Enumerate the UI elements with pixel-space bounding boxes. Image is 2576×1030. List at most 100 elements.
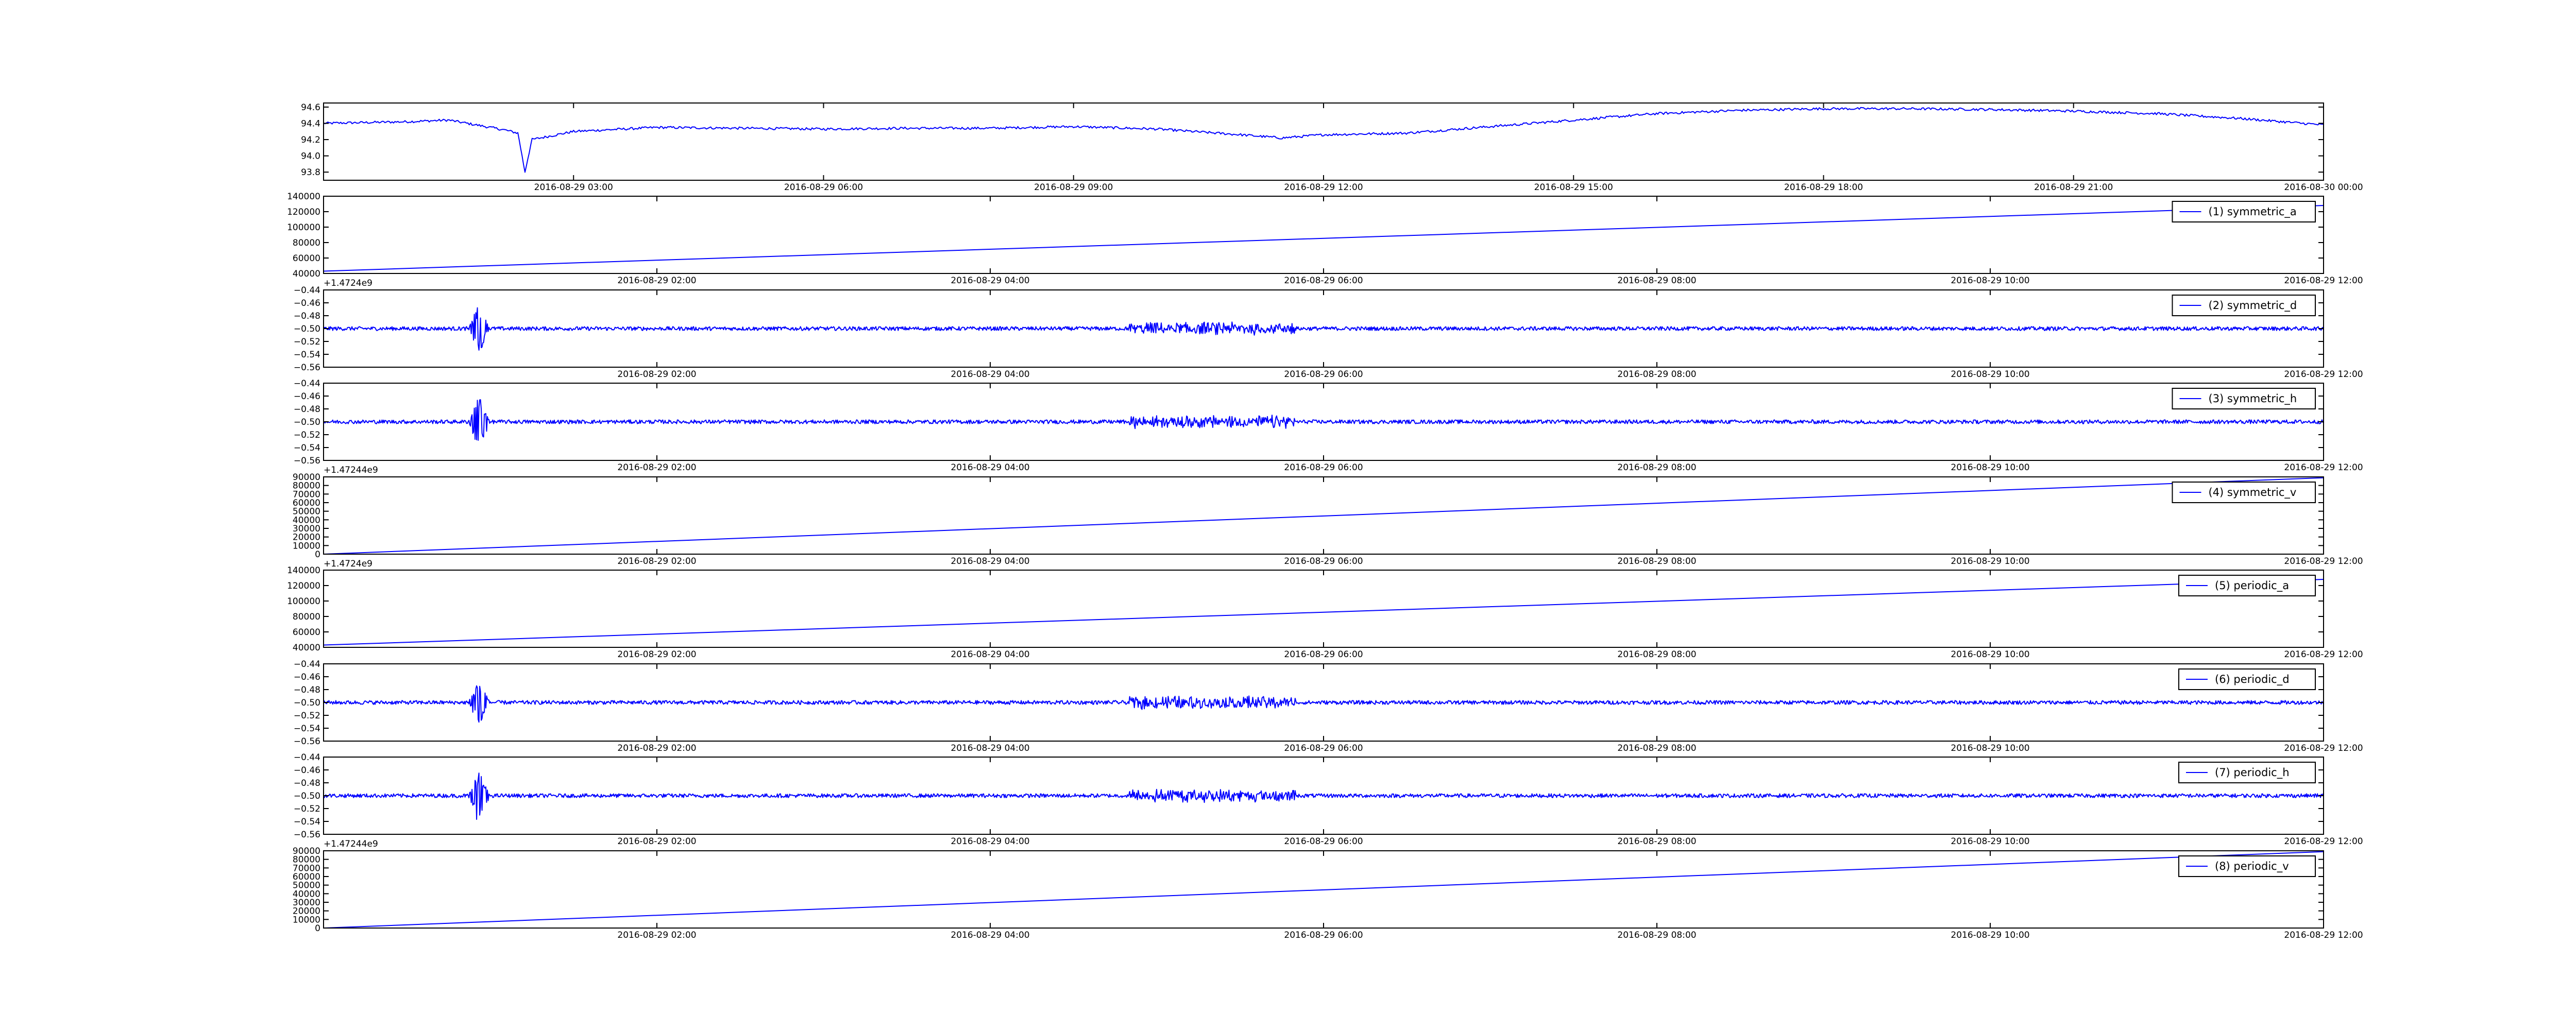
x-tick-label: 2016-08-29 15:00 <box>1534 182 1613 193</box>
y-tick-label: 50000 <box>293 507 320 517</box>
x-tick-label: 2016-08-29 04:00 <box>951 930 1029 940</box>
y-tick-label: −0.46 <box>294 391 320 402</box>
y-tick-label: 90000 <box>293 472 320 483</box>
panel-9: 0100002000030000400005000060000700008000… <box>293 846 2363 940</box>
x-tick-label: 2016-08-29 02:00 <box>617 276 696 286</box>
series-line <box>324 205 2324 272</box>
y-tick-label: 80000 <box>293 612 320 622</box>
series-line <box>324 685 2324 723</box>
x-tick-label: 2016-08-29 06:00 <box>1284 743 1363 753</box>
y-tick-label: 70000 <box>293 863 320 873</box>
x-tick-label: 2016-08-29 06:00 <box>1284 649 1363 660</box>
x-tick-label: 2016-08-29 18:00 <box>1784 182 1863 193</box>
y-tick-label: −0.48 <box>294 404 320 415</box>
x-tick-label: 2016-08-29 12:00 <box>2284 930 2363 940</box>
x-tick-label: 2016-08-29 02:00 <box>617 930 696 940</box>
panel-7: −0.56−0.54−0.52−0.50−0.48−0.46−0.442016-… <box>294 659 2363 753</box>
x-tick-label: 2016-08-29 10:00 <box>1951 743 2029 753</box>
x-tick-label: 2016-08-29 12:00 <box>2284 649 2363 660</box>
panel-8: −0.56−0.54−0.52−0.50−0.48−0.46−0.442016-… <box>294 752 2363 849</box>
y-tick-label: −0.52 <box>294 711 320 721</box>
y-tick-label: 40000 <box>293 889 320 899</box>
series-line <box>324 851 2324 928</box>
legend-label: (8) periodic_v <box>2215 860 2289 873</box>
x-tick-label: 2016-08-29 12:00 <box>2284 462 2363 473</box>
x-tick-label: 2016-08-29 12:00 <box>2284 743 2363 753</box>
legend-label: (3) symmetric_h <box>2209 392 2297 405</box>
x-tick-label: 2016-08-29 08:00 <box>1617 836 1696 847</box>
y-tick-label: 90000 <box>293 846 320 856</box>
legend: (3) symmetric_h <box>2172 388 2316 409</box>
y-tick-label: 40000 <box>293 269 320 279</box>
y-tick-label: −0.56 <box>294 363 320 373</box>
y-tick-label: 60000 <box>293 498 320 508</box>
x-tick-label: 2016-08-29 04:00 <box>951 649 1029 660</box>
y-tick-label: 60000 <box>293 872 320 882</box>
x-tick-label: 2016-08-29 02:00 <box>617 743 696 753</box>
x-tick-label: 2016-08-29 08:00 <box>1617 649 1696 660</box>
x-tick-label: 2016-08-29 06:00 <box>1284 556 1363 566</box>
x-tick-label: 2016-08-29 12:00 <box>2284 369 2363 380</box>
y-tick-label: −0.56 <box>294 830 320 840</box>
legend: (1) symmetric_a <box>2172 201 2316 222</box>
y-tick-label: −0.50 <box>294 417 320 427</box>
y-tick-label: 20000 <box>293 906 320 917</box>
panel-6: 4000060000800001000001200001400002016-08… <box>287 565 2363 660</box>
y-tick-label: −0.54 <box>294 350 320 360</box>
y-tick-label: −0.44 <box>294 659 320 670</box>
x-tick-label: 2016-08-29 06:00 <box>1284 836 1363 847</box>
x-tick-label: 2016-08-29 21:00 <box>2034 182 2113 193</box>
legend-label: (4) symmetric_v <box>2209 486 2297 499</box>
y-tick-label: 30000 <box>293 898 320 908</box>
x-tick-label: 2016-08-29 02:00 <box>617 462 696 473</box>
x-tick-label: 2016-08-29 10:00 <box>1951 930 2029 940</box>
x-tick-label: 2016-08-29 10:00 <box>1951 369 2029 380</box>
y-tick-label: 10000 <box>293 541 320 551</box>
x-tick-label: 2016-08-29 12:00 <box>1284 182 1363 193</box>
x-tick-label: 2016-08-29 12:00 <box>2284 276 2363 286</box>
y-tick-label: −0.44 <box>294 752 320 763</box>
y-tick-label: −0.52 <box>294 804 320 814</box>
y-tick-label: 93.8 <box>301 167 320 178</box>
y-tick-label: −0.54 <box>294 817 320 827</box>
x-tick-label: 2016-08-29 08:00 <box>1617 276 1696 286</box>
x-tick-label: 2016-08-29 08:00 <box>1617 369 1696 380</box>
x-tick-label: 2016-08-29 10:00 <box>1951 556 2029 566</box>
y-tick-label: −0.46 <box>294 672 320 682</box>
x-tick-label: 2016-08-29 02:00 <box>617 556 696 566</box>
y-tick-label: −0.44 <box>294 285 320 296</box>
legend: (2) symmetric_d <box>2172 295 2316 316</box>
x-tick-label: 2016-08-29 02:00 <box>617 649 696 660</box>
panel-4: −0.56−0.54−0.52−0.50−0.48−0.46−0.442016-… <box>294 379 2363 475</box>
y-tick-label: 80000 <box>293 855 320 865</box>
x-tick-label: 2016-08-29 06:00 <box>1284 462 1363 473</box>
y-tick-label: 80000 <box>293 238 320 248</box>
legend: (7) periodic_h <box>2178 762 2316 783</box>
x-tick-label: 2016-08-29 09:00 <box>1034 182 1113 193</box>
y-tick-label: 40000 <box>293 515 320 525</box>
panel-5: 0100002000030000400005000060000700008000… <box>293 472 2363 569</box>
y-tick-label: 120000 <box>287 207 320 217</box>
y-tick-label: −0.56 <box>294 736 320 747</box>
x-tick-label: 2016-08-29 10:00 <box>1951 462 2029 473</box>
y-tick-label: −0.46 <box>294 298 320 308</box>
y-tick-label: 20000 <box>293 533 320 543</box>
x-tick-label: 2016-08-29 04:00 <box>951 462 1029 473</box>
y-tick-label: −0.50 <box>294 791 320 801</box>
x-tick-label: 2016-08-29 04:00 <box>951 743 1029 753</box>
offset-text: +1.4724e9 <box>324 559 372 569</box>
series-line <box>324 107 2324 173</box>
y-tick-label: −0.48 <box>294 685 320 695</box>
x-tick-label: 2016-08-29 04:00 <box>951 276 1029 286</box>
y-tick-label: −0.48 <box>294 778 320 788</box>
x-tick-label: 2016-08-29 04:00 <box>951 836 1029 847</box>
y-tick-label: −0.56 <box>294 456 320 466</box>
panel-2: 4000060000800001000001200001400002016-08… <box>287 192 2363 288</box>
x-tick-label: 2016-08-29 04:00 <box>951 369 1029 380</box>
y-tick-label: 94.2 <box>301 135 320 145</box>
y-tick-label: −0.54 <box>294 443 320 453</box>
x-tick-label: 2016-08-30 00:00 <box>2284 182 2363 193</box>
x-tick-label: 2016-08-29 08:00 <box>1617 556 1696 566</box>
offset-text: +1.47244e9 <box>324 465 378 475</box>
